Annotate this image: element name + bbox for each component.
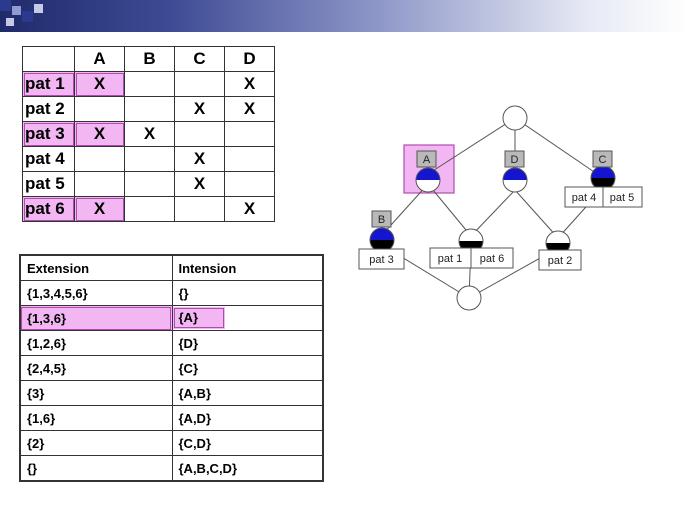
attr-box-a bbox=[416, 150, 437, 168]
intension-cell: {C,D} bbox=[171, 430, 324, 456]
column-header-a: A bbox=[74, 46, 125, 72]
concept-list-table: Extension Intension {1,3,4,5,6} {} {1,3,… bbox=[19, 254, 324, 482]
context-row-pat6: pat 6 X X bbox=[22, 196, 275, 222]
decor-square-2 bbox=[12, 6, 21, 15]
node-a-outline bbox=[415, 167, 441, 193]
node-p16-attribute-half bbox=[459, 229, 483, 241]
context-row-pat3: pat 3 X X bbox=[22, 121, 275, 147]
obj-label-pat5: pat 5 bbox=[610, 192, 634, 204]
concept-node-d bbox=[502, 167, 528, 193]
concept-row-highlighted: {1,3,6} {A} bbox=[19, 305, 324, 331]
attr-label-a: A bbox=[423, 154, 431, 166]
column-header-d: D bbox=[224, 46, 275, 72]
cell-pat4-b bbox=[124, 146, 175, 172]
edge-d-p16 bbox=[470, 189, 516, 237]
context-header-row: A B C D bbox=[22, 46, 275, 72]
intension-cell: {A,B} bbox=[171, 380, 324, 406]
intension-highlight-box: {A} bbox=[172, 307, 225, 329]
cell-pat5-c: X bbox=[174, 171, 225, 197]
attr-box-b bbox=[371, 210, 392, 228]
context-row-pat2: pat 2 X X bbox=[22, 96, 275, 122]
node-d-attribute-half bbox=[503, 168, 527, 180]
row-label-pat2: pat 2 bbox=[22, 96, 75, 122]
row-label-pat4: pat 4 bbox=[22, 146, 75, 172]
decor-square-3 bbox=[22, 11, 33, 22]
obj-label-pat3: pat 3 bbox=[369, 254, 393, 266]
concept-row: {1,6} {A,D} bbox=[19, 405, 324, 431]
node-d-object-half bbox=[503, 180, 527, 192]
obj-label-pat1: pat 1 bbox=[438, 253, 462, 265]
node-a-object-half bbox=[416, 180, 440, 192]
node-c-attribute-half bbox=[591, 166, 615, 178]
concept-header-row: Extension Intension bbox=[19, 254, 324, 281]
obj-label-pat2: pat 2 bbox=[548, 255, 572, 267]
attr-label-b: B bbox=[378, 214, 385, 226]
concept-node-a bbox=[415, 167, 441, 193]
node-d-outline bbox=[502, 167, 528, 193]
row-label-pat6: pat 6 bbox=[22, 196, 75, 222]
extension-header: Extension bbox=[19, 254, 173, 281]
cell-pat2-c: X bbox=[174, 96, 225, 122]
cell-pat1-c bbox=[174, 71, 225, 97]
decor-square-4 bbox=[34, 4, 43, 13]
concept-row: {} {A,B,C,D} bbox=[19, 455, 324, 482]
concept-row: {2} {C,D} bbox=[19, 430, 324, 456]
concept-row: {1,3,4,5,6} {} bbox=[19, 280, 324, 306]
top-concept-node bbox=[502, 105, 528, 131]
cell-pat3-a: X bbox=[74, 121, 125, 147]
obj-label-pat6: pat 6 bbox=[480, 253, 504, 265]
formal-context-table: A B C D pat 1 X X pat 2 X X pat 3 X X pa… bbox=[22, 46, 275, 222]
edge-top-c bbox=[514, 117, 604, 179]
cell-pat6-b bbox=[124, 196, 175, 222]
node-p2-attribute-half bbox=[546, 231, 570, 243]
extension-cell-highlighted: {1,3,6} bbox=[19, 305, 173, 331]
extension-cell: {1,3,4,5,6} bbox=[19, 280, 173, 306]
edge-top-a bbox=[427, 117, 516, 175]
extension-cell: {} bbox=[19, 455, 173, 482]
concept-row: {1,2,6} {D} bbox=[19, 330, 324, 356]
extension-cell: {2} bbox=[19, 430, 173, 456]
decor-square-1 bbox=[0, 0, 11, 11]
attr-label-c: C bbox=[599, 154, 607, 166]
bottom-concept-node bbox=[456, 285, 482, 311]
obj-box-pat2 bbox=[538, 249, 582, 271]
concept-node-c bbox=[590, 165, 616, 191]
context-row-pat5: pat 5 X bbox=[22, 171, 275, 197]
obj-label-pat4: pat 4 bbox=[572, 192, 596, 204]
cell-pat6-d: X bbox=[224, 196, 275, 222]
cell-pat6-a: X bbox=[74, 196, 125, 222]
cell-pat1-a: X bbox=[74, 71, 125, 97]
title-gradient-band bbox=[0, 0, 689, 32]
obj-box-pat3 bbox=[358, 248, 405, 270]
row-label-pat5: pat 5 bbox=[22, 171, 75, 197]
node-b-attribute-half bbox=[370, 228, 394, 240]
attr-label-d: D bbox=[511, 154, 519, 166]
attr-box-d bbox=[504, 150, 525, 168]
cell-pat2-b bbox=[124, 96, 175, 122]
node-a-attribute-half bbox=[416, 168, 440, 180]
cell-pat2-a bbox=[74, 96, 125, 122]
intension-cell: {A,B,C,D} bbox=[171, 455, 324, 482]
column-header-b: B bbox=[124, 46, 175, 72]
decor-square-5 bbox=[6, 18, 14, 26]
attr-box-c bbox=[592, 150, 613, 168]
row-label-pat1: pat 1 bbox=[22, 71, 75, 97]
edge-d-p2 bbox=[514, 189, 559, 239]
edge-a-p16 bbox=[427, 183, 472, 237]
extension-cell: {1,6} bbox=[19, 405, 173, 431]
row-label-pat3: pat 3 bbox=[22, 121, 75, 147]
concept-node-b bbox=[369, 227, 395, 253]
